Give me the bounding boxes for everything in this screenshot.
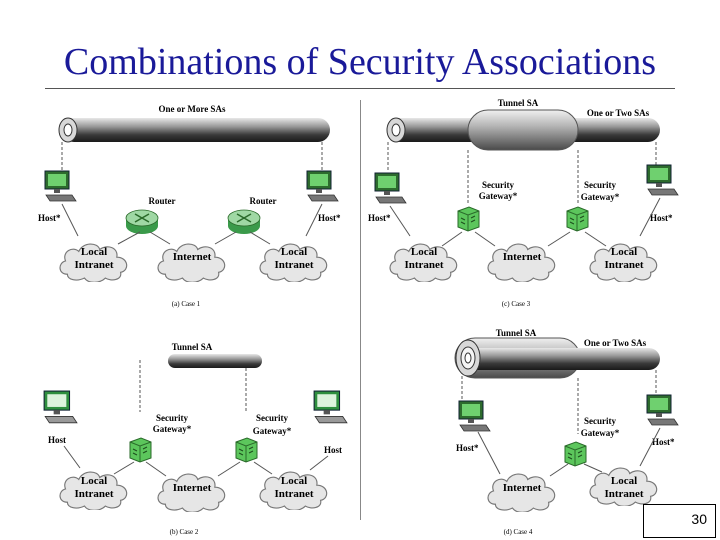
case3-host-left-icon xyxy=(374,172,407,204)
page-number: 30 xyxy=(643,504,716,538)
case2-caption: (b) Case 2 xyxy=(170,528,199,536)
case1-host-left-icon xyxy=(44,170,77,202)
case3-cloud-right-line1: Local xyxy=(611,246,637,258)
case4-sa-label: One or Two SAs xyxy=(584,338,647,348)
case3-gw-right-line1: Security xyxy=(584,180,616,190)
case1-cloud-right-line2: Intranet xyxy=(274,259,313,271)
case2-gateway-right-icon xyxy=(235,437,258,463)
case4-host-left-label: Host* xyxy=(456,443,479,453)
case4-gw-right-line1: Security xyxy=(584,416,616,426)
case1-cloud-left-line1: Local xyxy=(81,246,107,258)
case1-host-right-label: Host* xyxy=(318,213,341,223)
case1-router-right-icon xyxy=(227,209,261,235)
case2-gateway-left-icon xyxy=(129,437,152,463)
case4-host-left-icon xyxy=(458,400,491,432)
case1-host-left-label: Host* xyxy=(38,213,61,223)
case2-host-left-icon xyxy=(43,390,78,424)
case3-cloud-right-line2: Intranet xyxy=(604,259,643,271)
case2-cloud-mid-label: Internet xyxy=(173,482,212,494)
case1-caption: (a) Case 1 xyxy=(172,300,201,308)
case1-cloud-right-line1: Local xyxy=(281,246,307,258)
case2-host-left-label: Host xyxy=(48,435,66,445)
case4-inner-tube xyxy=(462,348,660,370)
case2-cloud-left-line2: Intranet xyxy=(74,488,113,500)
case2-host-right-icon xyxy=(313,390,348,424)
case2-cloud-right-line2: Intranet xyxy=(274,488,313,500)
center-divider xyxy=(360,100,361,520)
case2-cloud-left-line1: Local xyxy=(81,475,107,487)
case3-gw-left-line2: Gateway* xyxy=(479,191,518,201)
case3-host-right-icon xyxy=(646,164,679,196)
case3-gateway-left-icon xyxy=(457,206,480,232)
case1-cloud-mid-label: Internet xyxy=(173,251,212,263)
case3-gw-left-line1: Security xyxy=(482,180,514,190)
case3-diagram: Tunnel SA One or Two SAs Host* Host* Sec… xyxy=(368,98,679,308)
case3-caption: (c) Case 3 xyxy=(502,300,531,308)
case3-tunnel-label: Tunnel SA xyxy=(498,98,539,108)
case1-cloud-mid xyxy=(157,243,226,282)
title-divider xyxy=(45,88,675,89)
case1-sa-tube xyxy=(62,118,330,142)
case2-gw-left-line1: Security xyxy=(156,413,188,423)
case1-cloud-left-line2: Intranet xyxy=(74,259,113,271)
case4-gw-right-line2: Gateway* xyxy=(581,428,620,438)
case2-diagram: Tunnel SA Host Host Security Gateway* Se… xyxy=(43,342,348,536)
case2-tunnel-label: Tunnel SA xyxy=(172,342,213,352)
case4-cloud-mid-label: Internet xyxy=(503,482,542,494)
case1-tunnel-label: One or More SAs xyxy=(159,104,226,114)
case2-tunnel-tube xyxy=(168,354,262,368)
case4-host-right-label: Host* xyxy=(652,437,675,447)
case2-cloud-right-line1: Local xyxy=(281,475,307,487)
case4-host-right-icon xyxy=(646,394,679,426)
case4-gateway-right-icon xyxy=(564,441,587,467)
case2-gw-right-line1: Security xyxy=(256,413,288,423)
case1-router-left-label: Router xyxy=(149,196,176,206)
case3-tunnel-tube xyxy=(467,109,579,151)
case2-gw-left-line2: Gateway* xyxy=(153,424,192,434)
case2-host-right-label: Host xyxy=(324,445,342,455)
case4-caption: (d) Case 4 xyxy=(504,528,533,536)
case1-host-right-icon xyxy=(306,170,339,202)
case4-diagram: Tunnel SA One or Two SAs Host* Host* Sec… xyxy=(454,328,679,536)
case1-diagram: One or More SAs Host* Host* Router Route… xyxy=(38,104,341,308)
case3-sa-label: One or Two SAs xyxy=(587,108,650,118)
case3-cloud-left-line2: Intranet xyxy=(404,259,443,271)
case4-cloud-right-line1: Local xyxy=(611,475,637,487)
case4-tunnel-label: Tunnel SA xyxy=(496,328,537,338)
case3-cloud-left-line1: Local xyxy=(411,246,437,258)
case4-cloud-right-line2: Intranet xyxy=(604,488,643,500)
case1-router-left-icon xyxy=(125,209,159,235)
case3-gateway-right-icon xyxy=(566,206,589,232)
case3-host-left-label: Host* xyxy=(368,213,391,223)
case3-host-right-label: Host* xyxy=(650,213,673,223)
case3-cloud-mid-label: Internet xyxy=(503,251,542,263)
case3-gw-right-line2: Gateway* xyxy=(581,192,620,202)
case1-router-right-label: Router xyxy=(250,196,277,206)
case3-cloud-mid xyxy=(487,243,556,282)
case2-gw-right-line2: Gateway* xyxy=(253,426,292,436)
slide-title: Combinations of Security Associations xyxy=(63,41,657,83)
